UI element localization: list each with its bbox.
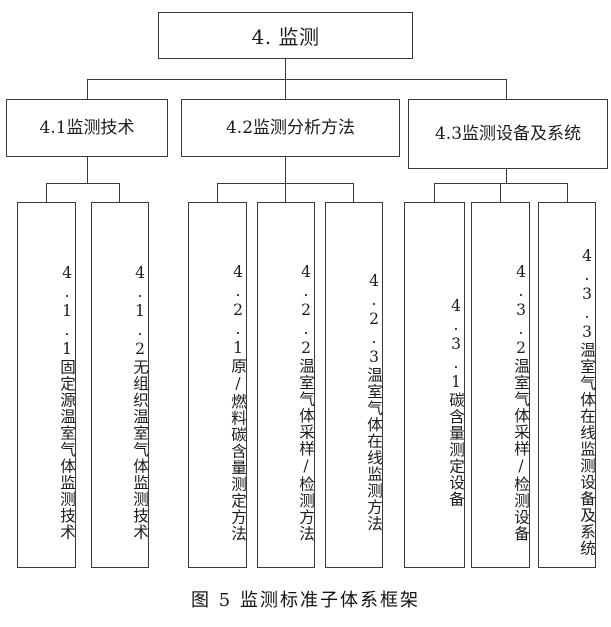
node-4-2-1-fuel-carbon-content-determination-method[interactable]: 4.2.1原/燃料碳含量测定方法 bbox=[188, 202, 247, 568]
connector-drop-4-3 bbox=[506, 78, 508, 100]
connector-drop-4-3-2 bbox=[500, 182, 502, 203]
node-root-monitoring[interactable]: 4. 监测 bbox=[158, 12, 413, 59]
figure-caption: 图 5 监测标准子体系框架 bbox=[191, 590, 420, 611]
node-4-3-2-ghg-sampling-detection-equipment[interactable]: 4.3.2温室气体采样/检测设备 bbox=[471, 202, 530, 568]
connector-drop-4-3-1 bbox=[434, 182, 436, 203]
node-4-3-3-ghg-online-monitoring-equipment-and-system[interactable]: 4.3.3温室气体在线监测设备及系统 bbox=[538, 202, 596, 568]
connector-drop-4-2-3 bbox=[353, 182, 355, 203]
connector-drop-4-2 bbox=[285, 78, 287, 100]
connector-4-2-stem bbox=[285, 157, 287, 183]
connector-4-1-stem bbox=[87, 157, 89, 183]
connector-drop-4-2-1 bbox=[217, 182, 219, 203]
node-4-3-equipment-systems[interactable]: 4.3监测设备及系统 bbox=[408, 99, 608, 169]
connector-drop-4-1-2 bbox=[119, 182, 121, 203]
connector-drop-4-1 bbox=[87, 78, 89, 100]
node-4-2-analysis-methods[interactable]: 4.2监测分析方法 bbox=[181, 99, 400, 157]
node-4-2-3-ghg-online-monitoring-method[interactable]: 4.2.3温室气体在线监测方法 bbox=[325, 202, 383, 568]
connector-drop-4-1-1 bbox=[46, 182, 48, 203]
node-4-1-2-fugitive-ghg-monitoring-technology[interactable]: 4.1.2无组织温室气体监测技术 bbox=[91, 202, 149, 568]
node-4-2-2-ghg-sampling-detection-method[interactable]: 4.2.2温室气体采样/检测方法 bbox=[257, 202, 315, 568]
node-4-3-1-carbon-content-determination-equipment[interactable]: 4.3.1碳含量测定设备 bbox=[404, 202, 465, 568]
connector-4-3-stem bbox=[506, 169, 508, 183]
node-4-1-1-stationary-source-ghg-monitoring-technology[interactable]: 4.1.1固定源温室气体监测技术 bbox=[17, 202, 76, 568]
connector-level2-bus bbox=[87, 78, 507, 80]
connector-drop-4-3-3 bbox=[567, 182, 569, 203]
connector-root-stem bbox=[285, 59, 287, 79]
connector-4-1-bus bbox=[46, 182, 120, 184]
connector-drop-4-2-2 bbox=[285, 182, 287, 203]
node-4-1-monitoring-technology[interactable]: 4.1监测技术 bbox=[6, 99, 168, 157]
